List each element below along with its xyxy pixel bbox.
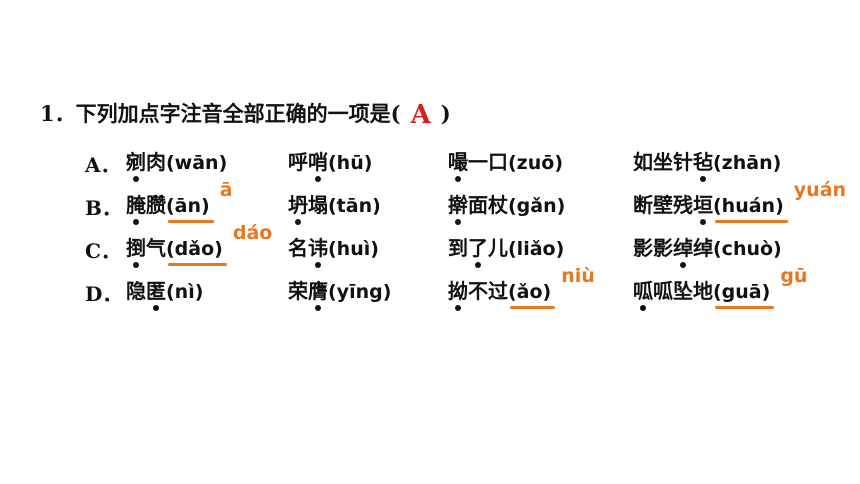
dotted-character: 嘬 <box>448 150 468 182</box>
word-item: 拗不过(ǎo) <box>448 277 556 311</box>
dotted-character: 了 <box>468 236 488 268</box>
word-text: 儿 <box>488 236 508 260</box>
word-text: 呱坠地 <box>653 279 713 303</box>
word-item: 嘬一口(zuō) <box>448 148 564 182</box>
correction-pinyin: gū <box>780 265 808 287</box>
word-text: 绰 <box>693 236 713 260</box>
question-close: ) <box>440 101 451 126</box>
word-item: 呱呱坠地(guā) <box>633 277 775 311</box>
pinyin: (huì) <box>328 238 379 260</box>
word-text: 荣 <box>288 279 308 303</box>
pinyin: (zuō) <box>508 152 564 174</box>
word-text: 不过 <box>468 279 508 303</box>
word-item: 影影绰绰(chuò) <box>633 234 782 268</box>
word-text: 隐 <box>126 279 146 303</box>
dotted-character: 捯 <box>126 236 146 268</box>
word-item: 断壁残垣(huán) <box>633 191 788 225</box>
wrong-pinyin: (ǎo) <box>508 278 556 309</box>
dotted-character: 擀 <box>448 193 468 225</box>
pinyin: (liǎo) <box>508 238 565 260</box>
dotted-character: 哨 <box>308 150 328 182</box>
word-item: 到了儿(liǎo) <box>448 234 565 268</box>
dotted-character: 剜 <box>126 150 146 182</box>
correction-pinyin: ā <box>219 179 233 201</box>
word-text: 肉 <box>146 150 166 174</box>
word-item: 如坐针毡(zhān) <box>633 148 782 182</box>
word-item: 呼哨(hū) <box>288 148 373 182</box>
dotted-character: 腌 <box>126 193 146 225</box>
wrong-pinyin: (guā) <box>713 278 775 309</box>
word-text: 气 <box>146 236 166 260</box>
option-letter: C． <box>85 239 121 263</box>
dotted-character: 讳 <box>308 236 328 268</box>
option-letter: B． <box>85 196 122 220</box>
dotted-character: 拗 <box>448 279 468 311</box>
pinyin: (gǎn) <box>508 195 566 217</box>
word-text: 面杖 <box>468 193 508 217</box>
dotted-character: 坍 <box>288 193 308 225</box>
pinyin: (nì) <box>166 281 204 303</box>
word-item: 腌臜(ān) <box>126 191 214 225</box>
pinyin: (zhān) <box>713 152 782 174</box>
wrong-pinyin: (dǎo) <box>166 235 227 266</box>
dotted-character: 绰 <box>673 236 693 268</box>
pinyin: (wān) <box>166 152 228 174</box>
word-item: 名讳(huì) <box>288 234 379 268</box>
answer-letter: A <box>410 100 431 130</box>
question-text: 下列加点字注音全部正确的一项是( <box>75 101 401 126</box>
word-text: 呼 <box>288 150 308 174</box>
word-item: 剜肉(wān) <box>126 148 228 182</box>
word-text: 塌 <box>308 193 328 217</box>
word-text: 到 <box>448 236 468 260</box>
dotted-character: 膺 <box>308 279 328 311</box>
correction-pinyin: dáo <box>232 222 273 244</box>
pinyin: (yīng) <box>328 281 392 303</box>
question-number: 1． <box>40 101 76 126</box>
pinyin: (tān) <box>328 195 381 217</box>
correction-pinyin: niù <box>561 265 595 287</box>
wrong-pinyin: (huán) <box>713 192 788 223</box>
option-letter: A． <box>85 153 121 177</box>
word-text: 臜 <box>146 193 166 217</box>
word-text: 名 <box>288 236 308 260</box>
word-text: 一口 <box>468 150 508 174</box>
dotted-character: 匿 <box>146 279 166 311</box>
word-item: 隐匿(nì) <box>126 277 204 311</box>
word-item: 坍塌(tān) <box>288 191 381 225</box>
question-line: 1．下列加点字注音全部正确的一项是( A) <box>40 98 451 130</box>
word-text: 影影 <box>633 236 673 260</box>
pinyin: (hū) <box>328 152 373 174</box>
word-item: 荣膺(yīng) <box>288 277 392 311</box>
word-text: 如坐针 <box>633 150 693 174</box>
dotted-character: 毡 <box>693 150 713 182</box>
word-text: 断壁残 <box>633 193 693 217</box>
dotted-character: 呱 <box>633 279 653 311</box>
word-item: 捯气(dǎo) <box>126 234 227 268</box>
wrong-pinyin: (ān) <box>166 192 214 223</box>
word-item: 擀面杖(gǎn) <box>448 191 566 225</box>
dotted-character: 垣 <box>693 193 713 225</box>
correction-pinyin: yuán <box>793 179 847 201</box>
option-letter: D． <box>85 282 123 306</box>
pinyin: (chuò) <box>713 238 782 260</box>
